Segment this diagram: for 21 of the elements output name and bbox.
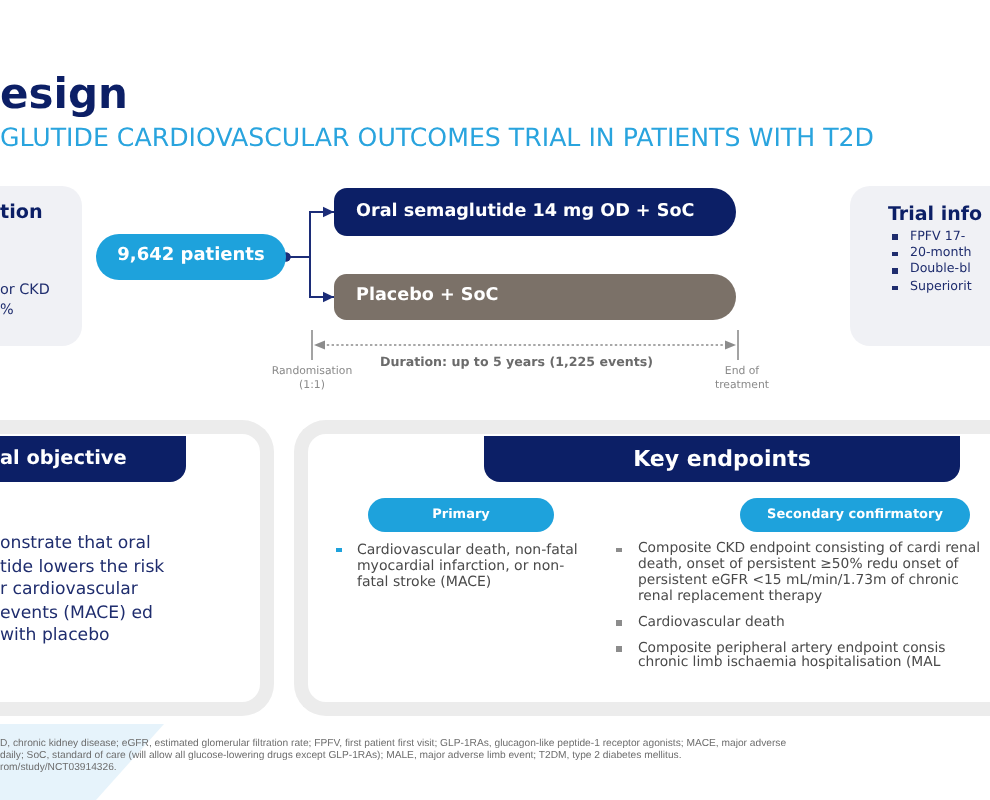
treatment-arm-bar [334, 274, 736, 320]
population-pill [96, 234, 286, 280]
objective-card [0, 420, 274, 716]
branch-arrow [281, 252, 335, 303]
pill-label: 9,642 patients [117, 246, 265, 268]
info-card [850, 186, 990, 346]
treatment-arm-bar [334, 188, 736, 236]
arm-label: Placebo + SoC [356, 286, 499, 308]
arm-label: Oral semaglutide 14 mg OD + SoC [356, 201, 695, 223]
card-header-tab [0, 436, 186, 482]
page-subtitle: GLUTIDE CARDIOVASCULAR OUTCOMES TRIAL IN PATIENTS WITH T2D [0, 122, 874, 153]
body-text: onstrate that oral tide lowers the risk r cardiovascular events (MACE) ed with placebo [0, 534, 167, 650]
card-heading: Trial info [888, 204, 983, 227]
endpoints-card [294, 420, 990, 716]
page-title: esign [0, 70, 128, 121]
tab-heading: al objective [0, 447, 127, 471]
card-heading: tion [0, 202, 43, 225]
card-header-tab [484, 436, 960, 482]
tab-heading: Key endpoints [633, 445, 811, 473]
category-pill [740, 498, 970, 532]
category-pill [368, 498, 554, 532]
